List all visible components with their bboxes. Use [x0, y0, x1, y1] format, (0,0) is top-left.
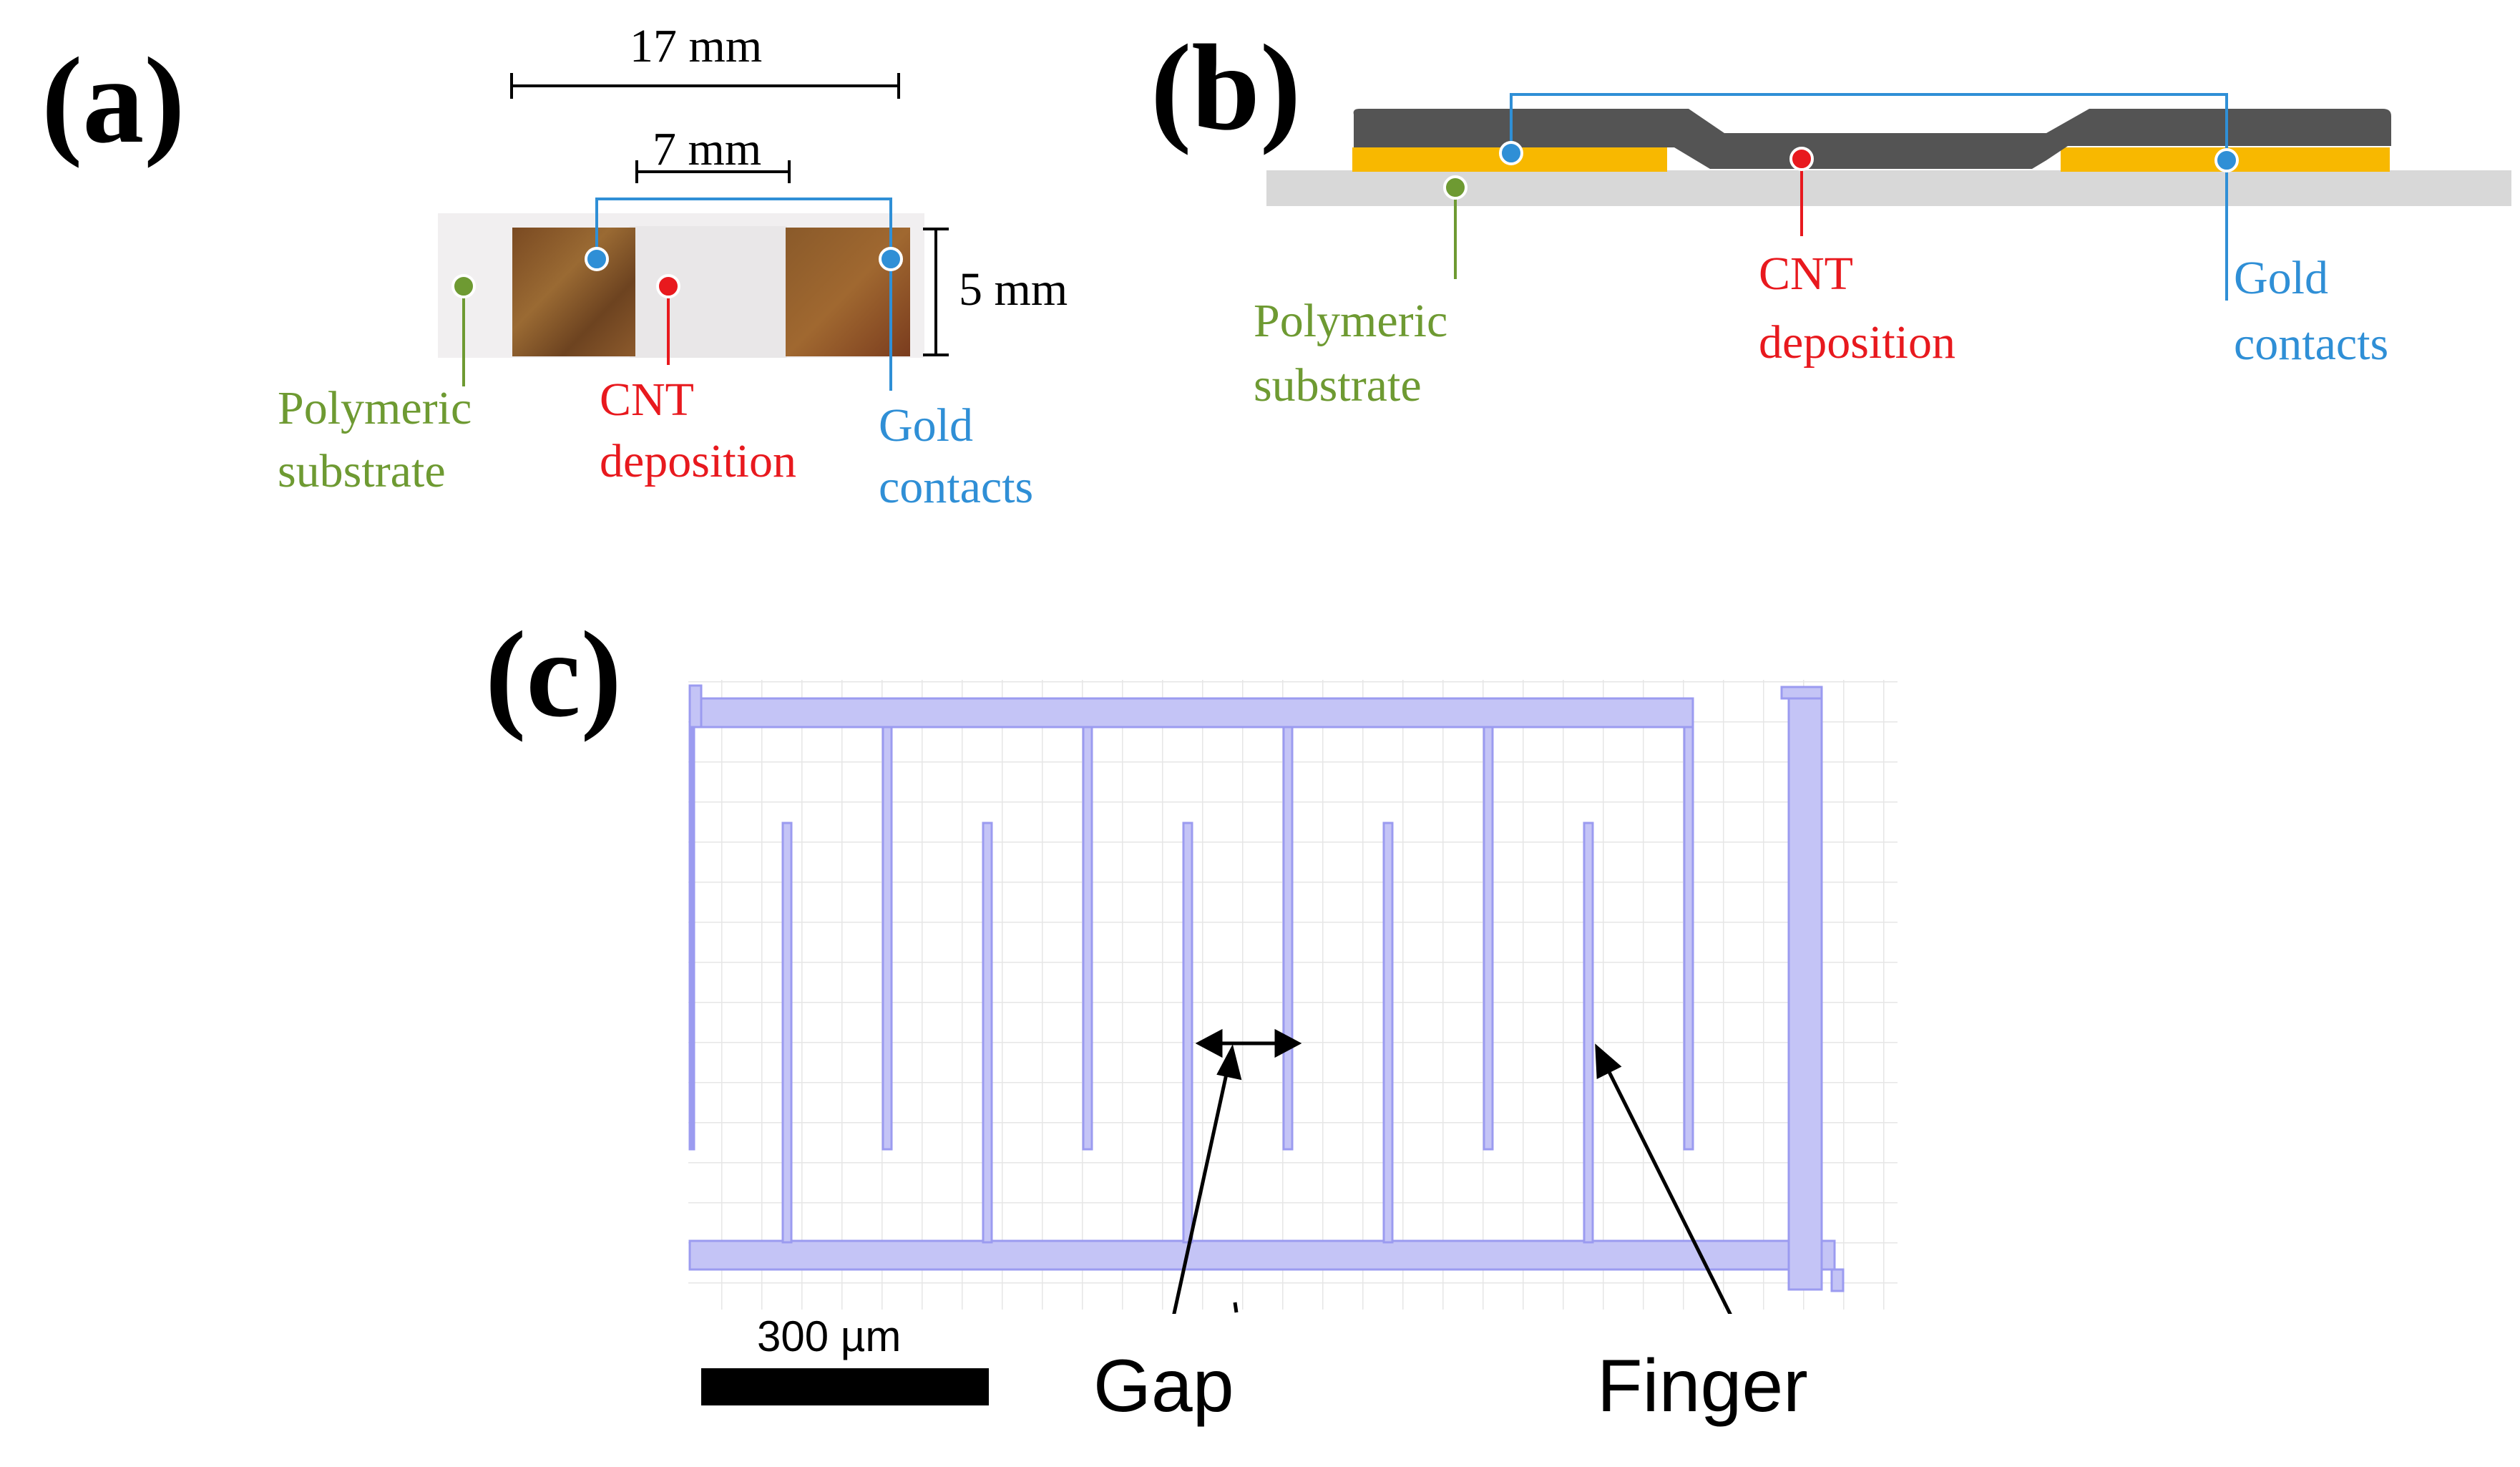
cnt-label-b: CNT deposition — [1759, 248, 1955, 369]
scale-bar-label: 300 µm — [757, 1312, 901, 1360]
substrate-layer — [1266, 170, 2511, 206]
dimension-17mm-label: 17 mm — [630, 20, 762, 72]
scale-bar — [701, 1368, 989, 1405]
finger-bottom-1 — [781, 822, 793, 1244]
cnt-layer — [1353, 109, 2391, 169]
panel-c-label: (c) — [485, 607, 622, 743]
dimension-7mm-label: 7 mm — [653, 123, 761, 175]
finger-top-3 — [1282, 726, 1294, 1151]
top-bus-bar — [688, 697, 1694, 728]
dimension-17mm — [510, 73, 900, 99]
finger-top-4 — [1483, 726, 1494, 1151]
electrode-fingers — [781, 726, 1694, 1244]
dimension-7mm — [635, 160, 791, 183]
gold-label-a: Gold contacts — [879, 399, 1033, 513]
polymeric-marker-a — [451, 274, 476, 298]
panel-a-label: (a) — [41, 33, 185, 169]
dimension-5mm — [923, 228, 949, 356]
gold-contact-marker-right — [879, 247, 903, 271]
label-backdrop — [1026, 1314, 1913, 1467]
dimension-5mm-label: 5 mm — [959, 263, 1068, 316]
finger-bottom-5 — [1583, 822, 1594, 1244]
right-contact-pad — [1787, 686, 1823, 1291]
gold-contacts-connector — [595, 198, 892, 391]
gold-contact-marker-b-left — [1499, 141, 1523, 165]
finger-bottom-4 — [1382, 822, 1394, 1244]
panel-b: (b) Polymeric substrate CNT deposition G… — [1151, 20, 2511, 411]
bottom-bus-bar — [688, 1239, 1836, 1271]
panel-c: (c) — [485, 607, 1913, 1467]
gold-contacts-connector-b — [1510, 93, 2228, 301]
polymeric-label-b: Polymeric substrate — [1254, 295, 1460, 411]
gold-contact-marker-left — [585, 247, 609, 271]
interdigitated-electrode — [688, 684, 1845, 1292]
left-edge-stub — [688, 726, 695, 1151]
top-bus-bar-cap — [688, 684, 703, 728]
cnt-label-a: CNT deposition — [600, 374, 796, 487]
gold-contact-marker-b-right — [2214, 148, 2239, 172]
cnt-marker-a — [656, 274, 680, 298]
finger-annotation — [1595, 1043, 1734, 1318]
finger-top-5 — [1683, 726, 1694, 1151]
gap-annotation — [1171, 1028, 1302, 1317]
gold-pad-left — [512, 228, 635, 356]
gap-label: Gap — [1093, 1345, 1234, 1428]
panel-a: (a) 17 mm 7 mm 5 mm — [41, 20, 1068, 513]
finger-label: Finger — [1597, 1345, 1808, 1428]
finger-bottom-2 — [982, 822, 993, 1244]
polymeric-label-a: Polymeric substrate — [278, 382, 484, 497]
polymeric-marker-b — [1443, 175, 1467, 200]
panel-b-label: (b) — [1151, 20, 1301, 156]
finger-bottom-3 — [1182, 822, 1193, 1244]
right-pad-bottom-cap — [1830, 1268, 1845, 1292]
cnt-marker-b — [1789, 147, 1814, 171]
photo-gap-region — [630, 226, 787, 358]
finger-top-1 — [881, 726, 893, 1151]
right-pad-top-cap — [1780, 686, 1823, 700]
gold-label-b: Gold contacts — [2234, 252, 2388, 370]
finger-top-2 — [1082, 726, 1093, 1151]
